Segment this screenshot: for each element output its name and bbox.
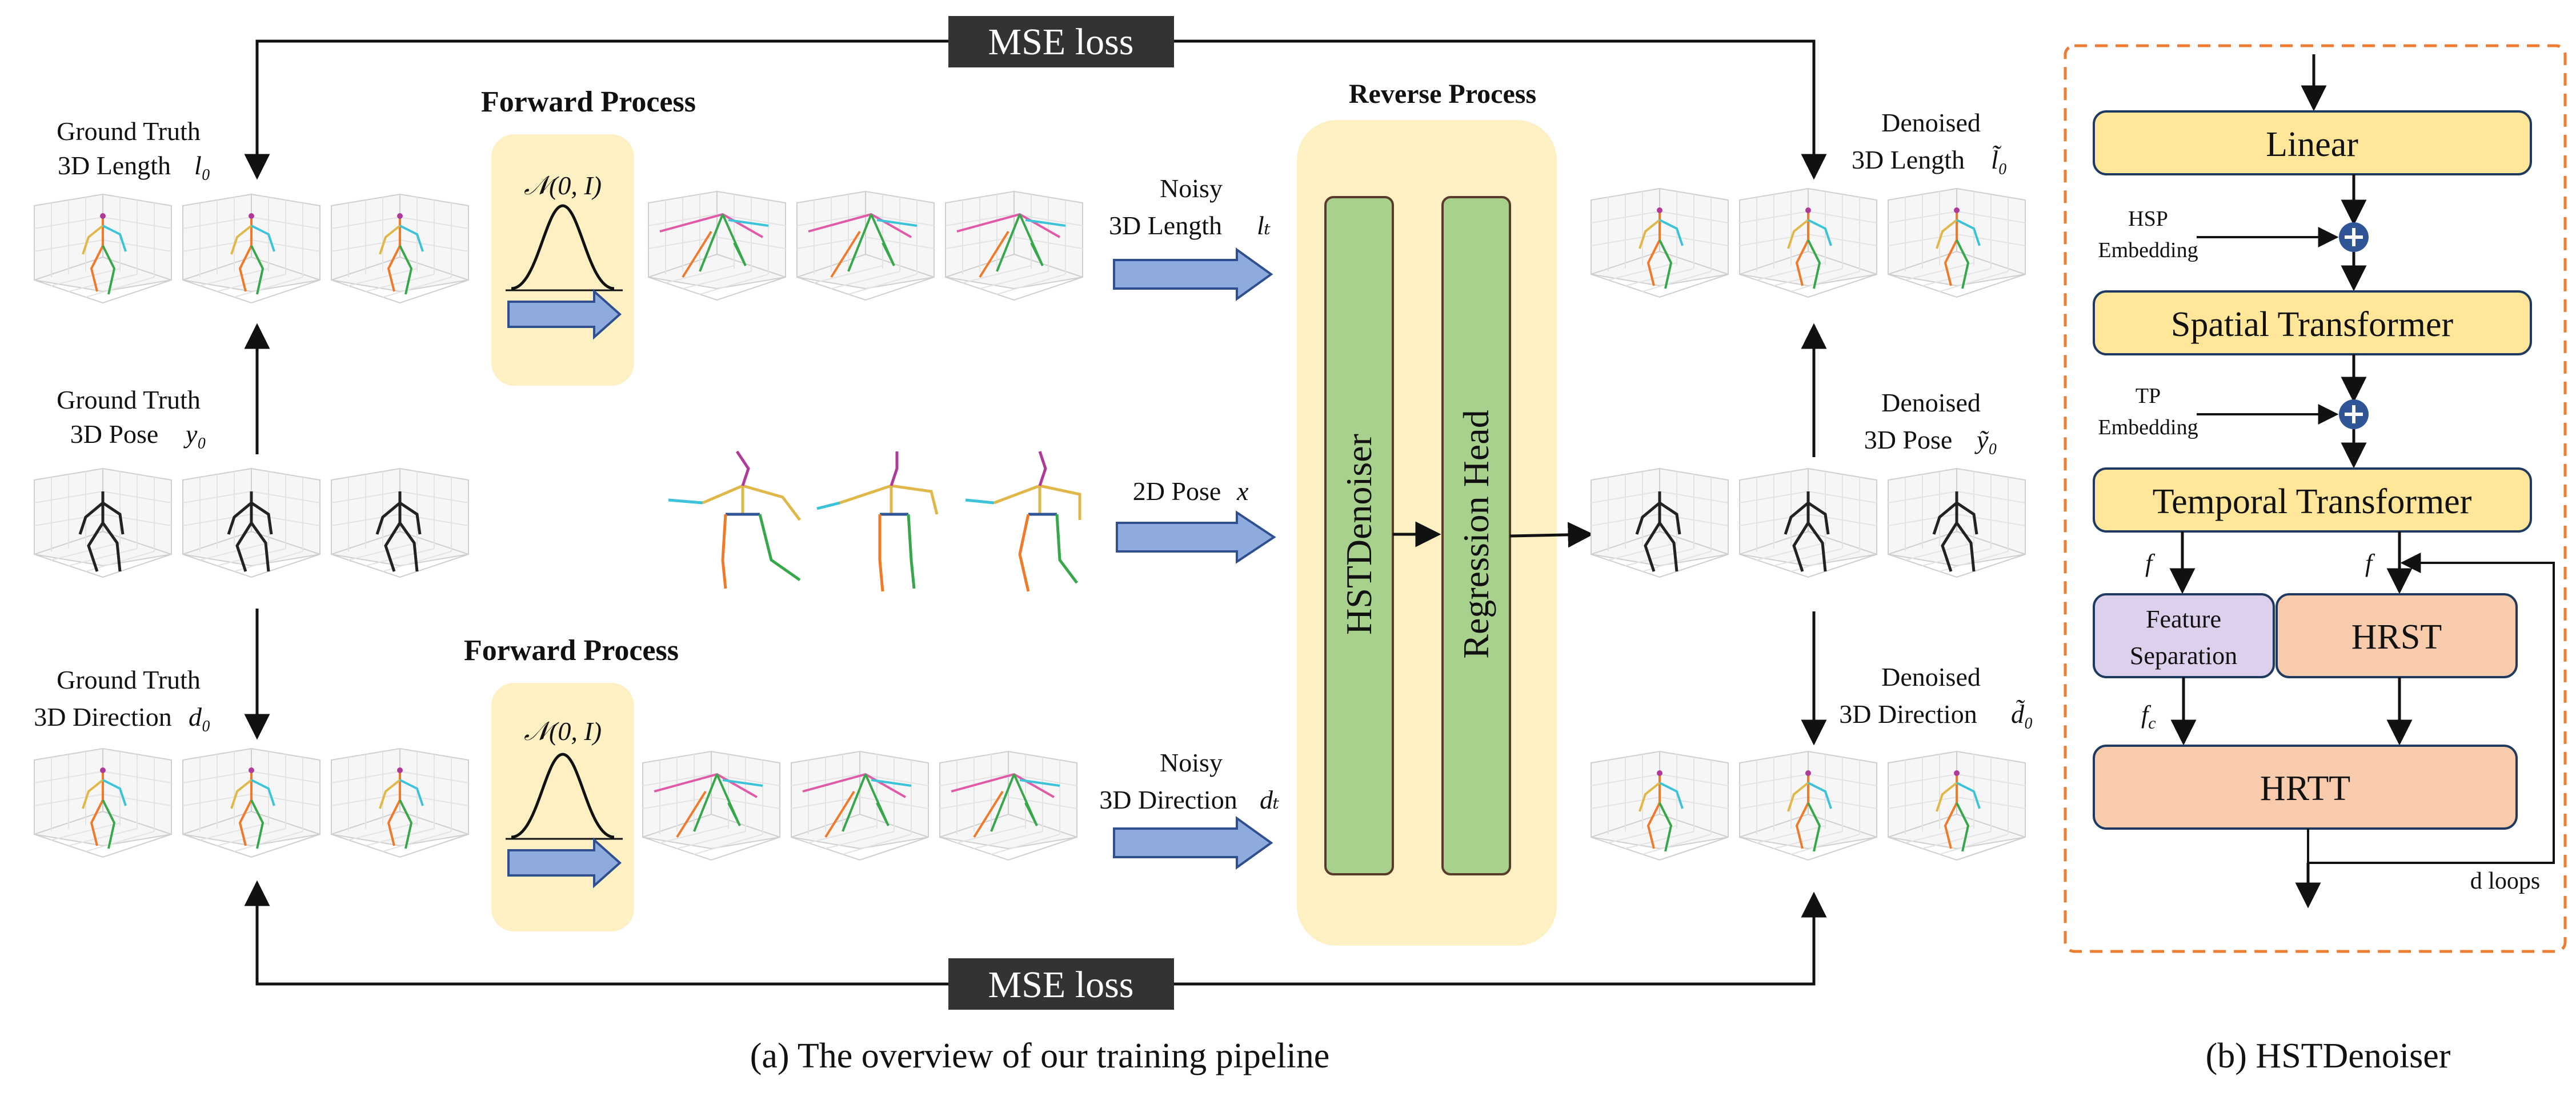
feature-separation-line2: Separation [2130, 642, 2237, 670]
denoised-length-line1: Denoised [1881, 108, 1981, 137]
hrtt-box [2093, 745, 2518, 830]
denoised-direction-plots [1591, 751, 2026, 861]
f-right-label: f [2365, 549, 2375, 577]
noisy-length-sym: lₜ [1257, 211, 1271, 240]
noisy-direction-line2: 3D Direction [1099, 785, 1237, 814]
regression-head-label: Regression Head [1456, 410, 1496, 658]
hrst-box [2275, 593, 2518, 678]
pose-2d-plots [668, 450, 1081, 592]
temporal-transformer-label: Temporal Transformer [2153, 482, 2472, 521]
denoised-direction-sym: d̃₀ [2011, 699, 2033, 729]
gt-direction-plots [34, 748, 469, 858]
feature-separation-line1: Feature [2146, 605, 2221, 633]
forward-process-bottom-box: 𝒩(0, I) [491, 683, 634, 931]
hsp-embedding-line1: HSP [2128, 207, 2168, 231]
tp-embedding-line2: Embedding [2098, 415, 2198, 439]
spatial-transformer-label: Spatial Transformer [2171, 305, 2454, 344]
mse-loss-top-text: MSE loss [988, 21, 1134, 63]
pose-2d-sym: x [1236, 477, 1249, 506]
gt-pose-plots [34, 468, 469, 578]
gt-length-plots [34, 194, 469, 303]
linear-label: Linear [2266, 125, 2358, 164]
denoised-length-plots [1591, 188, 2026, 298]
noisy-direction-line1: Noisy [1160, 748, 1223, 777]
forward-process-bottom-title: Forward Process [464, 634, 679, 667]
arrow-pose-2d [1116, 510, 1276, 564]
hrst-label: HRST [2351, 618, 2442, 657]
f-left-label: f [2145, 549, 2156, 577]
mse-loss-top-path [244, 39, 1827, 180]
arrow-noisy-direction [1113, 816, 1273, 870]
denoised-pose-line2: 3D Pose [1864, 425, 1953, 454]
gt-direction-line1: Ground Truth [57, 665, 201, 694]
noisy-length-plots [648, 191, 1083, 301]
temporal-transformer-box [2093, 467, 2532, 533]
normal-dist-bottom: 𝒩(0, I) [524, 717, 602, 746]
noisy-direction-plots [642, 751, 1077, 861]
gt-direction-sym: d₀ [189, 702, 211, 731]
forward-process-top-title: Forward Process [481, 86, 696, 118]
plus-icon-hsp [2339, 222, 2369, 252]
noisy-direction-sym: dₜ [1260, 785, 1279, 814]
hstdenoiser-label: HSTDenoiser [1339, 434, 1379, 635]
normal-dist-top: 𝒩(0, I) [524, 171, 602, 200]
gt-length-sym: l₀ [194, 151, 211, 180]
gt-pose-line1: Ground Truth [57, 385, 201, 414]
denoised-pose-plots [1591, 468, 2026, 578]
forward-process-top-box: 𝒩(0, I) [491, 134, 634, 386]
loop-arrow [2307, 553, 2555, 864]
reverse-process-title: Reverse Process [1349, 79, 1536, 109]
tp-embedding-line1: TP [2136, 384, 2161, 408]
gt-pose-line2: 3D Pose [70, 419, 159, 449]
denoised-pose-line1: Denoised [1881, 388, 1981, 417]
arrow-head-to-output [1509, 522, 1594, 548]
mse-loss-bottom-text: MSE loss [988, 964, 1134, 1006]
fc-label: fc [2141, 701, 2156, 733]
gt-length-line2: 3D Length [58, 151, 171, 180]
linear-box [2093, 110, 2532, 175]
arrow-noisy-length [1113, 247, 1273, 301]
pose-2d-line1: 2D Pose [1133, 477, 1221, 506]
denoised-direction-line2: 3D Direction [1839, 699, 1977, 729]
denoised-length-sym: l̃₀ [1991, 145, 2008, 174]
hsp-embedding-line2: Embedding [2098, 238, 2198, 262]
noisy-length-line2: 3D Length [1109, 211, 1222, 240]
denoised-length-line2: 3D Length [1852, 145, 1965, 174]
fc-label-sub: c [2148, 714, 2156, 733]
noisy-length-line1: Noisy [1160, 174, 1223, 203]
denoised-direction-line1: Denoised [1881, 662, 1981, 691]
mse-loss-bottom-path [244, 880, 1827, 986]
spatial-transformer-box [2093, 290, 2532, 355]
hrtt-label: HRTT [2260, 769, 2350, 808]
caption-b: (b) HSTDenoiser [2206, 1037, 2451, 1075]
mse-loss-bottom-box: MSE loss [948, 958, 1174, 1010]
denoised-pose-sym: ỹ₀ [1974, 425, 1997, 454]
plus-icon-tp [2339, 399, 2369, 429]
gt-pose-sym: y₀ [183, 419, 206, 449]
mse-loss-top-box: MSE loss [948, 16, 1174, 67]
gt-direction-line2: 3D Direction [34, 702, 171, 731]
d-loops-label: d loops [2470, 868, 2541, 894]
caption-a: (a) The overview of our training pipelin… [750, 1037, 1330, 1075]
gt-length-line1: Ground Truth [57, 117, 201, 146]
